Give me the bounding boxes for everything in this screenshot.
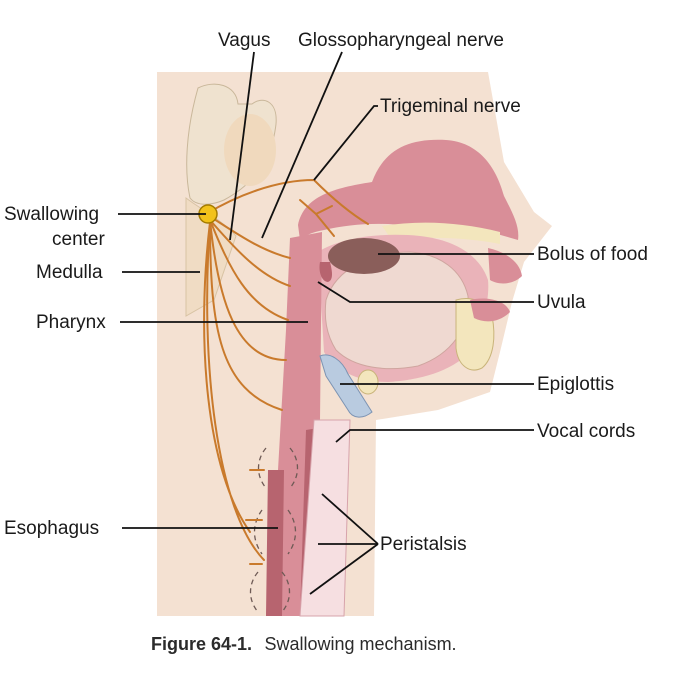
- label-swallowing-center-line2: center: [52, 229, 105, 250]
- brain-region: [224, 114, 276, 186]
- peristalsis-wave-3: [249, 571, 291, 613]
- label-glossopharyngeal: Glossopharyngeal nerve: [298, 30, 504, 51]
- label-trigeminal: Trigeminal nerve: [380, 96, 521, 117]
- peristalsis-waves: [249, 447, 299, 613]
- nerve-branch-upper: [209, 219, 291, 321]
- leader-lines: [118, 51, 534, 595]
- epiglottis-shape: [319, 354, 373, 418]
- label-pharynx: Pharynx: [36, 312, 106, 333]
- hyoid: [357, 369, 379, 395]
- label-epiglottis: Epiglottis: [537, 374, 614, 395]
- bolus-shape: [328, 238, 400, 274]
- label-medulla: Medulla: [36, 262, 103, 283]
- label-vocal-cords: Vocal cords: [537, 421, 635, 442]
- leader-vocal-cords: [335, 429, 534, 443]
- leader-uvula: [317, 281, 534, 303]
- nerve-branch-esophagus: [245, 469, 265, 565]
- nerve-branch-palate: [299, 199, 335, 237]
- leader-peristalsis-1: [321, 493, 379, 545]
- hard-palate: [382, 222, 500, 244]
- lips: [470, 248, 522, 322]
- caption-text: Swallowing mechanism.: [264, 634, 456, 654]
- label-vagus: Vagus: [218, 30, 270, 51]
- label-swallowing-center-line1: Swallowing: [4, 204, 99, 225]
- peristalsis-wave-1: [257, 447, 299, 489]
- trigeminal-nerve-path: [205, 178, 369, 225]
- figure-caption: Figure 64-1. Swallowing mechanism.: [151, 634, 457, 654]
- leader-trigeminal: [313, 105, 378, 181]
- label-peristalsis: Peristalsis: [380, 534, 467, 555]
- label-esophagus: Esophagus: [4, 518, 99, 539]
- leader-vagus: [229, 51, 255, 241]
- leader-glossopharyngeal: [261, 51, 343, 239]
- leader-peristalsis-3: [309, 543, 379, 595]
- peristalsis-wave-2: [253, 509, 297, 555]
- label-uvula: Uvula: [537, 292, 586, 313]
- vagus-nerve-path: [203, 221, 265, 561]
- label-bolus: Bolus of food: [537, 244, 648, 265]
- uvula-shape: [319, 262, 332, 282]
- trachea: [299, 419, 351, 617]
- nerves: [203, 178, 369, 565]
- caption-number: Figure 64-1.: [151, 634, 252, 654]
- nerve-branch-middle: [209, 219, 287, 411]
